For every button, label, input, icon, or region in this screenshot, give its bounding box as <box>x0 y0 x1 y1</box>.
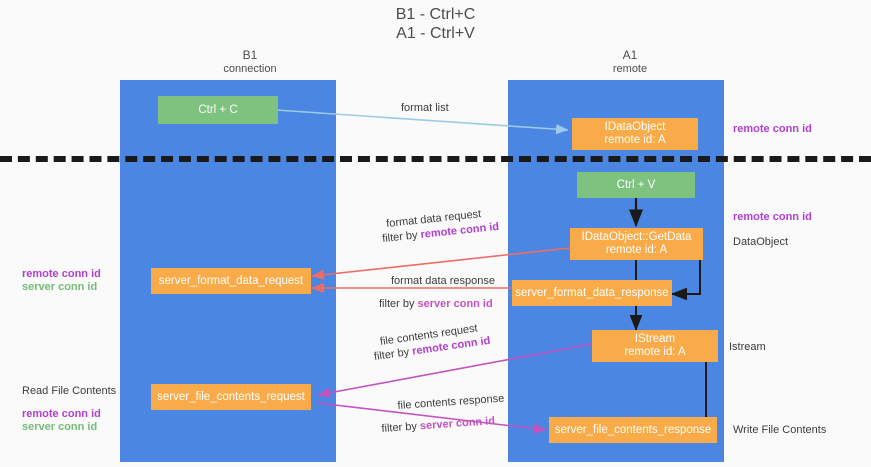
filter-prefix-4: filter by <box>381 420 421 436</box>
column-header-a1-name: A1 <box>622 48 638 62</box>
box-ctrl-c-label: Ctrl + C <box>198 103 238 116</box>
edge-label-format-data-response: format data response <box>391 275 495 287</box>
column-header-a1-role: remote <box>612 63 648 75</box>
edge-label-format-list: format list <box>401 102 449 114</box>
box-getdata-line1: IDataObject::GetData <box>581 231 692 243</box>
box-ctrl-c[interactable]: Ctrl + C <box>158 96 278 124</box>
edge-label-file-contents-response-filter: filter by server conn id <box>381 415 495 436</box>
box-getdata[interactable]: IDataObject::GetData remote id: A <box>570 228 703 260</box>
title-line-2: A1 - Ctrl+V <box>396 25 475 42</box>
annotation-left-remote-conn-id-2: remote conn id <box>22 408 101 420</box>
column-header-b1: B1 connection <box>160 48 340 76</box>
page-title: B1 - Ctrl+C A1 - Ctrl+V <box>0 5 871 43</box>
annotation-read-file-contents: Read File Contents <box>22 385 117 397</box>
box-idataobject-top-line1: IDataObject <box>604 121 666 133</box>
box-server-format-data-request[interactable]: server_format_data_request <box>151 268 311 294</box>
phase-divider <box>0 156 871 162</box>
box-server-format-data-response[interactable]: server_format_data_response <box>512 280 672 306</box>
annotation-left-server-conn-id-2: server conn id <box>22 421 98 433</box>
annotation-left-server-conn-id: server conn id <box>22 281 98 293</box>
annotation-remote-conn-id-mid: remote conn id <box>733 211 812 223</box>
box-istream-line1: IStream <box>634 333 676 345</box>
annotation-left-remote-conn-id: remote conn id <box>22 268 101 280</box>
edge-label-file-contents-response: file contents response <box>397 392 505 413</box>
column-header-b1-name: B1 <box>242 48 258 62</box>
box-getdata-line2: remote id: A <box>605 244 668 256</box>
annotation-remote-conn-id-top: remote conn id <box>733 123 812 135</box>
box-ctrl-v[interactable]: Ctrl + V <box>577 172 695 198</box>
filter-key-server-conn-id-1: server conn id <box>417 298 493 310</box>
box-server-file-contents-request-label: server_file_contents_request <box>157 390 305 403</box>
box-server-file-contents-response-label: server_file_contents_response <box>554 423 712 436</box>
filter-prefix-1: filter by <box>381 229 422 246</box>
annotation-istream: Istream <box>729 341 766 353</box>
box-istream-line2: remote id: A <box>624 346 686 358</box>
box-idataobject-top[interactable]: IDataObject remote id: A <box>572 118 698 150</box>
edge-label-format-data-response-filter: filter by server conn id <box>379 298 493 311</box>
column-header-b1-role: connection <box>223 63 277 75</box>
box-server-file-contents-response[interactable]: server_file_contents_response <box>549 417 717 443</box>
filter-key-server-conn-id-2: server conn id <box>419 415 496 433</box>
column-header-a1: A1 remote <box>540 48 720 76</box>
title-line-1: B1 - Ctrl+C <box>395 6 476 23</box>
filter-prefix-2: filter by <box>379 298 418 310</box>
annotation-dataobject: DataObject <box>733 236 789 248</box>
box-server-file-contents-request[interactable]: server_file_contents_request <box>151 384 311 410</box>
box-istream[interactable]: IStream remote id: A <box>592 330 718 362</box>
box-server-format-data-request-label: server_format_data_request <box>158 274 304 287</box>
box-idataobject-top-line2: remote id: A <box>604 134 666 146</box>
box-server-format-data-response-label: server_format_data_response <box>515 286 669 299</box>
box-ctrl-v-label: Ctrl + V <box>616 178 656 191</box>
filter-prefix-3: filter by <box>373 345 414 364</box>
annotation-write-file-contents: Write File Contents <box>733 424 827 436</box>
